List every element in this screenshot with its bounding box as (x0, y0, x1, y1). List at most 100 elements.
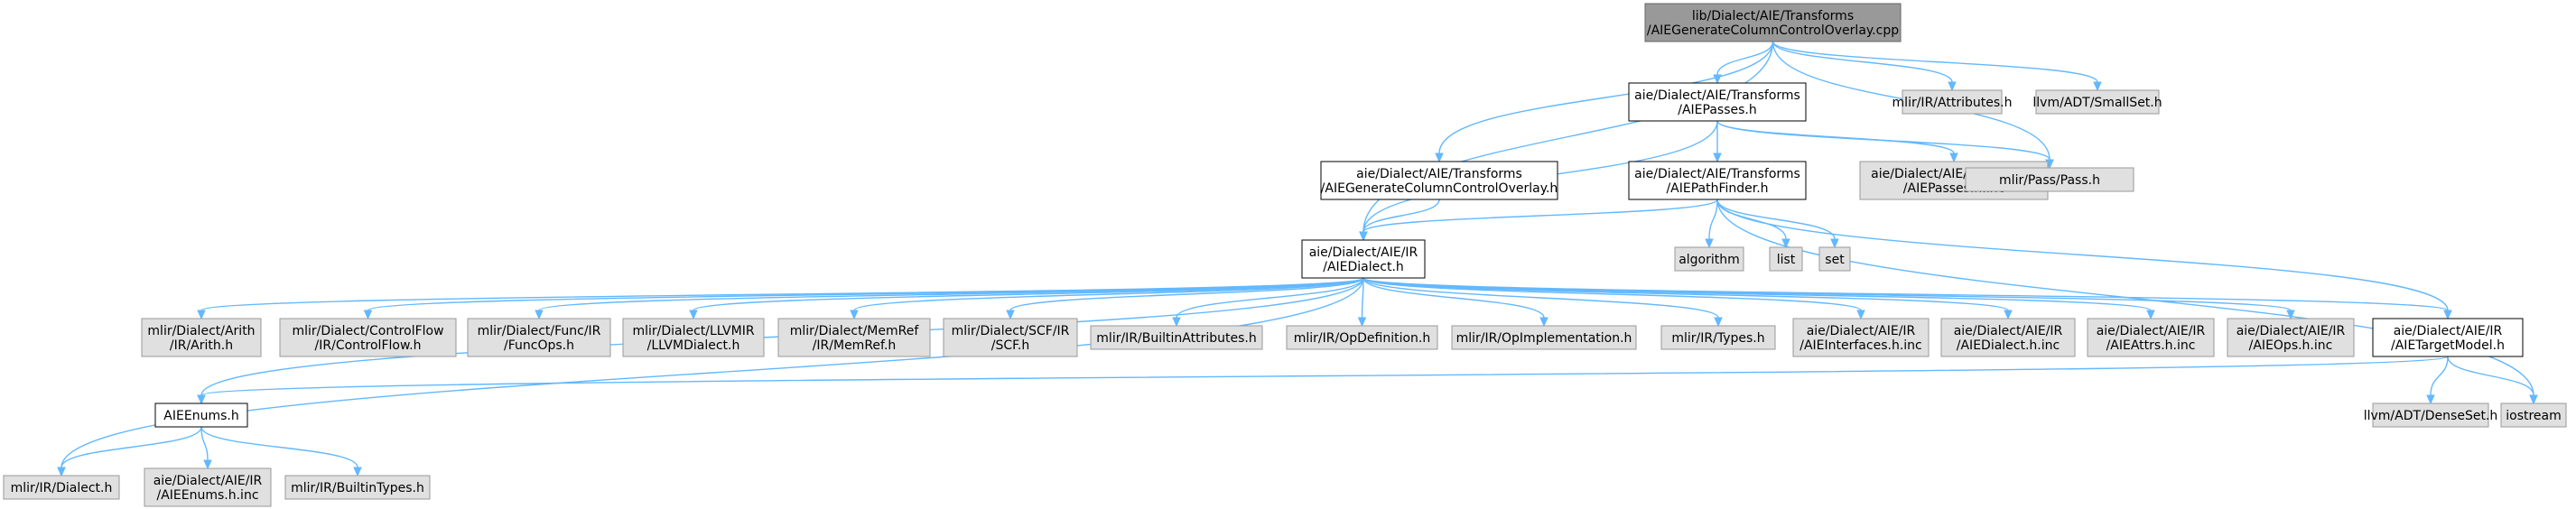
node-targetmodel[interactable]: aie/Dialect/AIE/IR/AIETargetModel.h (2372, 318, 2524, 357)
node-funcops[interactable]: mlir/Dialect/Func/IR/FuncOps.h (467, 318, 611, 357)
node-attrs_inc[interactable]: aie/Dialect/AIE/IR/AIEAttrs.h.inc (2087, 318, 2215, 357)
node-arith[interactable]: mlir/Dialect/Arith/IR/Arith.h (141, 318, 262, 357)
node-box (1090, 325, 1263, 350)
node-label-line: /AIEOps.h.inc (2249, 338, 2333, 353)
node-algorithm[interactable]: algorithm (1674, 246, 1744, 272)
node-label-line: aie/Dialect/AIE/IR (2237, 324, 2346, 338)
node-label-line: mlir/Dialect/SCF/IR (952, 324, 1070, 338)
node-box (1301, 239, 1426, 279)
edge-enums-to-builtintypes (200, 426, 362, 477)
edge-passes-to-pathfinder (1713, 120, 1722, 163)
node-box (467, 318, 611, 357)
node-builtinattrs[interactable]: mlir/IR/BuiltinAttributes.h (1090, 325, 1263, 350)
node-box (141, 318, 262, 357)
node-densesets[interactable]: llvm/ADT/DenseSet.h (2364, 403, 2498, 428)
edge-enums-to-irdialect (57, 426, 202, 477)
node-enums[interactable]: AIEEnums.h (154, 403, 248, 428)
node-attributes[interactable]: mlir/IR/Attributes.h (1892, 89, 2013, 115)
edge-root-to-dialect (1359, 41, 1774, 242)
node-label-line: /AIETargetModel.h (2391, 338, 2505, 353)
edge-dialect-to-funcops (535, 277, 1364, 320)
node-smallset[interactable]: llvm/ADT/SmallSet.h (2032, 89, 2162, 115)
node-dialect_inc[interactable]: aie/Dialect/AIE/IR/AIEDialect.h.inc (1940, 318, 2076, 357)
node-label-line: aie/Dialect/AIE/IR (2394, 324, 2503, 338)
node-label-line: mlir/IR/OpDefinition.h (1294, 331, 1430, 346)
node-set[interactable]: set (1818, 246, 1851, 272)
node-box (1628, 161, 1807, 200)
node-label-line: mlir/IR/Dialect.h (11, 481, 113, 495)
node-scf[interactable]: mlir/Dialect/SCF/IR/SCF.h (943, 318, 1078, 357)
node-label-line: mlir/IR/OpImplementation.h (1456, 331, 1632, 346)
node-opimpl[interactable]: mlir/IR/OpImplementation.h (1451, 325, 1637, 350)
node-label-line: /AIEInterfaces.h.inc (1799, 338, 1921, 353)
node-iostream[interactable]: iostream (2500, 403, 2567, 428)
node-label-line: mlir/IR/BuiltinAttributes.h (1096, 331, 1256, 346)
node-ops_inc[interactable]: aie/Dialect/AIE/IR/AIEOps.h.inc (2227, 318, 2355, 357)
node-types[interactable]: mlir/IR/Types.h (1660, 325, 1776, 350)
node-label-line: mlir/Dialect/MemRef (790, 324, 920, 338)
edge-dialect-to-opimpl (1362, 277, 1548, 328)
edge-targetmodel-to-enums (197, 356, 2449, 405)
node-builtintypes[interactable]: mlir/IR/BuiltinTypes.h (284, 475, 431, 500)
node-root[interactable]: lib/Dialect/AIE/Transforms/AIEGenerateCo… (1644, 3, 1902, 42)
node-label-line: aie/Dialect/AIE/Transforms (1634, 88, 1800, 103)
node-box (279, 318, 457, 357)
edge-dialect-to-targetmodel (1362, 277, 2452, 320)
node-box (2372, 318, 2524, 357)
node-box (2087, 318, 2215, 357)
edge-pathfinder-to-set (1716, 199, 1839, 249)
node-box (1674, 246, 1744, 272)
node-label-line: /AIEPasses.h (1678, 103, 1756, 117)
node-box (1644, 3, 1902, 42)
node-pathfinder[interactable]: aie/Dialect/AIE/Transforms/AIEPathFinder… (1628, 161, 1807, 200)
node-box (2500, 403, 2567, 428)
node-pass[interactable]: mlir/Pass/Pass.h (1965, 167, 2134, 192)
node-box (1451, 325, 1637, 350)
node-box (2372, 403, 2489, 428)
node-label-line: iostream (2506, 409, 2562, 423)
node-label-line: mlir/IR/Types.h (1671, 331, 1764, 346)
edge-dialect-to-memref (850, 277, 1364, 320)
node-label-line: /FuncOps.h (504, 338, 574, 353)
node-label-line: /IR/Arith.h (170, 338, 233, 353)
edge-dialect-to-llvmdialect (689, 277, 1364, 320)
node-memref[interactable]: mlir/Dialect/MemRef/IR/MemRef.h (777, 318, 931, 357)
edge-dialect-to-scf (1006, 277, 1364, 320)
node-label-line: lib/Dialect/AIE/Transforms (1692, 9, 1854, 23)
node-irdialect[interactable]: mlir/IR/Dialect.h (3, 475, 120, 500)
node-llvmdialect[interactable]: mlir/Dialect/LLVMIR/LLVMDialect.h (622, 318, 765, 357)
edge-root-to-passes (1713, 41, 1774, 85)
node-enums_inc[interactable]: aie/Dialect/AIE/IR/AIEEnums.h.inc (144, 467, 272, 507)
node-label-line: /AIEEnums.h.inc (156, 488, 258, 503)
node-passes[interactable]: aie/Dialect/AIE/Transforms/AIEPasses.h (1628, 82, 1807, 122)
node-box (1286, 325, 1438, 350)
node-interfaces_inc[interactable]: aie/Dialect/AIE/IR/AIEInterfaces.h.inc (1792, 318, 1930, 357)
node-label-line: /IR/MemRef.h (813, 338, 897, 353)
node-label-line: /SCF.h (991, 338, 1030, 353)
node-label-line: /AIEGenerateColumnControlOverlay.h (1321, 181, 1558, 196)
node-label-line: aie/Dialect/AIE/Transforms (1634, 167, 1800, 181)
edge-targetmodel-to-iostream (2447, 356, 2538, 405)
node-label-line: /AIEGenerateColumnControlOverlay.cpp (1647, 23, 1899, 38)
node-label-line: mlir/Dialect/Arith (147, 324, 255, 338)
node-box (1628, 82, 1807, 122)
node-controlflow[interactable]: mlir/Dialect/ControlFlow/IR/ControlFlow.… (279, 318, 457, 357)
node-overlay_h[interactable]: aie/Dialect/AIE/Transforms/AIEGenerateCo… (1320, 161, 1558, 200)
node-box (1660, 325, 1776, 350)
node-label-line: mlir/Dialect/Func/IR (478, 324, 601, 338)
node-box (2227, 318, 2355, 357)
edge-dialect-to-dialect_inc (1362, 277, 2013, 320)
edge-pathfinder-to-algorithm (1705, 199, 1718, 249)
node-layer: lib/Dialect/AIE/Transforms/AIEGenerateCo… (3, 3, 2567, 507)
edge-layer (57, 41, 2538, 477)
edge-dialect-to-interfaces_inc (1362, 277, 1865, 320)
edge-enums-to-enums_inc (200, 426, 212, 470)
node-dialect[interactable]: aie/Dialect/AIE/IR/AIEDialect.h (1301, 239, 1426, 279)
node-box (1769, 246, 1803, 272)
node-list[interactable]: list (1769, 246, 1803, 272)
node-opdef[interactable]: mlir/IR/OpDefinition.h (1286, 325, 1438, 350)
node-label-line: /AIEDialect.h (1323, 260, 1404, 274)
node-label-line: mlir/IR/BuiltinTypes.h (291, 481, 424, 495)
node-label-line: aie/Dialect/AIE/IR (1954, 324, 2063, 338)
node-box (2035, 89, 2160, 115)
